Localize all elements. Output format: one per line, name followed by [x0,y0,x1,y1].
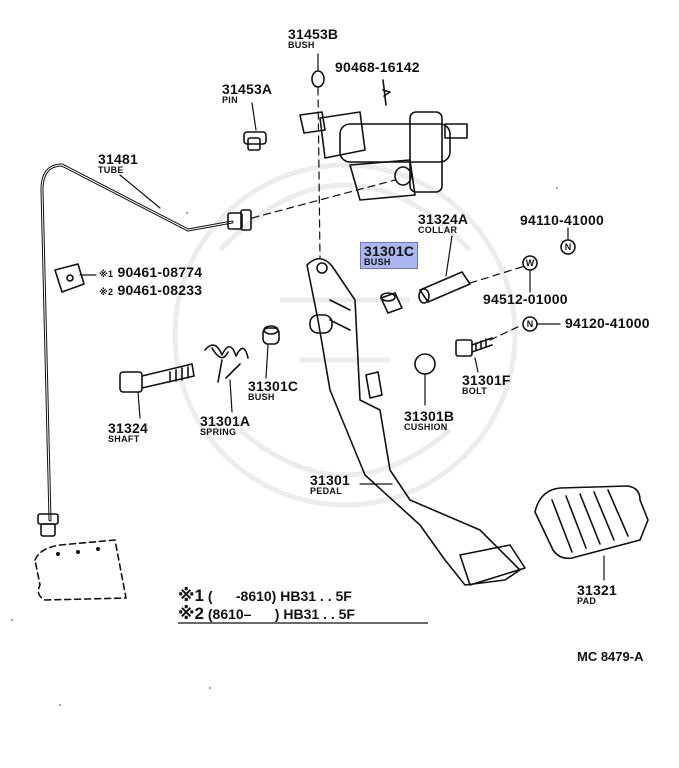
part-number: 31324A [418,211,469,227]
label-31453a[interactable]: 31453A PIN [222,82,272,105]
body-bracket [34,539,127,601]
part-number: 31324 [108,420,148,436]
bush-31301c-lower-part [262,325,280,345]
note-text: ( -8610) HB31 . . 5F [207,588,352,604]
tube-fitting-lower [37,513,59,537]
label-31481[interactable]: 31481 TUBE [98,152,138,175]
part-number: 31301C [248,378,299,394]
part-number: 31301A [200,413,251,429]
label-31324[interactable]: 31324 SHAFT [108,421,148,444]
shaft-31324-part [119,363,195,393]
part-number: 31301 [310,472,350,488]
part-name: SPRING [200,427,237,437]
part-name: BUSH [288,40,315,50]
label-90461-08233[interactable]: ※2 90461-08233 [99,283,202,297]
dashed-line-collar [469,265,526,284]
pedal-31301-part [306,257,526,586]
nut-mark-2: N [527,319,534,329]
part-name: PIN [222,95,238,105]
part-number: 90461-08774 [117,264,203,280]
part-name: TUBE [98,165,124,175]
part-name: PAD [577,596,597,606]
note-mark: ※1 [178,586,204,605]
part-name: COLLAR [418,225,458,235]
part-number: 94120-41000 [565,315,650,331]
clip-90468-part [382,79,391,106]
scan-specks [11,187,558,706]
part-number: 31453A [222,81,273,97]
variant-mark: ※2 [99,287,114,297]
part-name: BOLT [462,386,488,396]
clamp-90461-part [54,263,85,293]
master-cylinder [299,111,468,201]
dashed-line-pushrod [317,87,321,259]
part-name: BUSH [364,257,391,267]
pad-31321-part [534,485,649,560]
label-31301c[interactable]: 31301C BUSH [248,379,298,402]
part-number: 94512-01000 [483,291,568,307]
label-90461-08774[interactable]: ※1 90461-08774 [99,265,202,279]
part-name: PEDAL [310,486,343,496]
part-number: 90461-08233 [117,282,203,298]
label-94110-41000[interactable]: 94110-41000 [520,213,604,227]
applicability-note-1: ※1 ( -8610) HB31 . . 5F [178,586,352,606]
part-number: 94110-41000 [520,212,604,228]
label-31301a[interactable]: 31301A SPRING [200,414,250,437]
pin-31453a-part [243,131,267,151]
label-31324a[interactable]: 31324A COLLAR [418,212,468,235]
part-number: 31481 [98,151,138,167]
dashed-line-nut [489,324,523,341]
label-94512-01000[interactable]: 94512-01000 [483,292,568,306]
part-number: 31301F [462,372,511,388]
tube-fitting-upper [227,209,252,231]
washer-mark: W [526,258,535,268]
variant-mark: ※1 [99,269,114,279]
diagram-code: MC 8479-A [577,649,644,664]
part-number: 31301B [404,408,455,424]
label-31453b[interactable]: 31453B BUSH [288,27,338,50]
bush-31301c-upper-part [380,292,403,314]
dashed-line-tube [251,179,396,219]
label-31301f[interactable]: 31301F BOLT [462,373,511,396]
applicability-note-2: ※2 (8610– ) HB31 . . 5F [178,604,355,624]
part-number: 31453B [288,26,339,42]
cushion-31301b-part [414,353,436,375]
watermark-emblem [172,162,518,508]
part-number: 31321 [577,582,617,598]
note-mark: ※2 [178,604,204,623]
note-text: (8610– ) HB31 . . 5F [207,606,355,622]
label-31301c-highlighted[interactable]: 31301C BUSH [360,242,419,269]
part-name: BUSH [248,392,275,402]
tube-31481-part [40,163,234,522]
label-31301[interactable]: 31301 PEDAL [310,473,350,496]
label-90468-16142[interactable]: 90468-16142 [335,60,420,74]
part-name: SHAFT [108,434,140,444]
label-31301b[interactable]: 31301B CUSHION [404,409,454,432]
part-name: CUSHION [404,422,448,432]
bolt-31301f-part [455,337,493,357]
spring-31301a-part [204,344,249,383]
part-number: 31301C [364,243,415,259]
nut-mark-1: N [565,242,572,252]
label-94120-41000[interactable]: 94120-41000 [565,316,650,330]
part-number: 90468-16142 [335,59,420,75]
collar-31324a-part [418,271,471,304]
bush-31453b-part [311,70,325,88]
label-31321[interactable]: 31321 PAD [577,583,617,606]
